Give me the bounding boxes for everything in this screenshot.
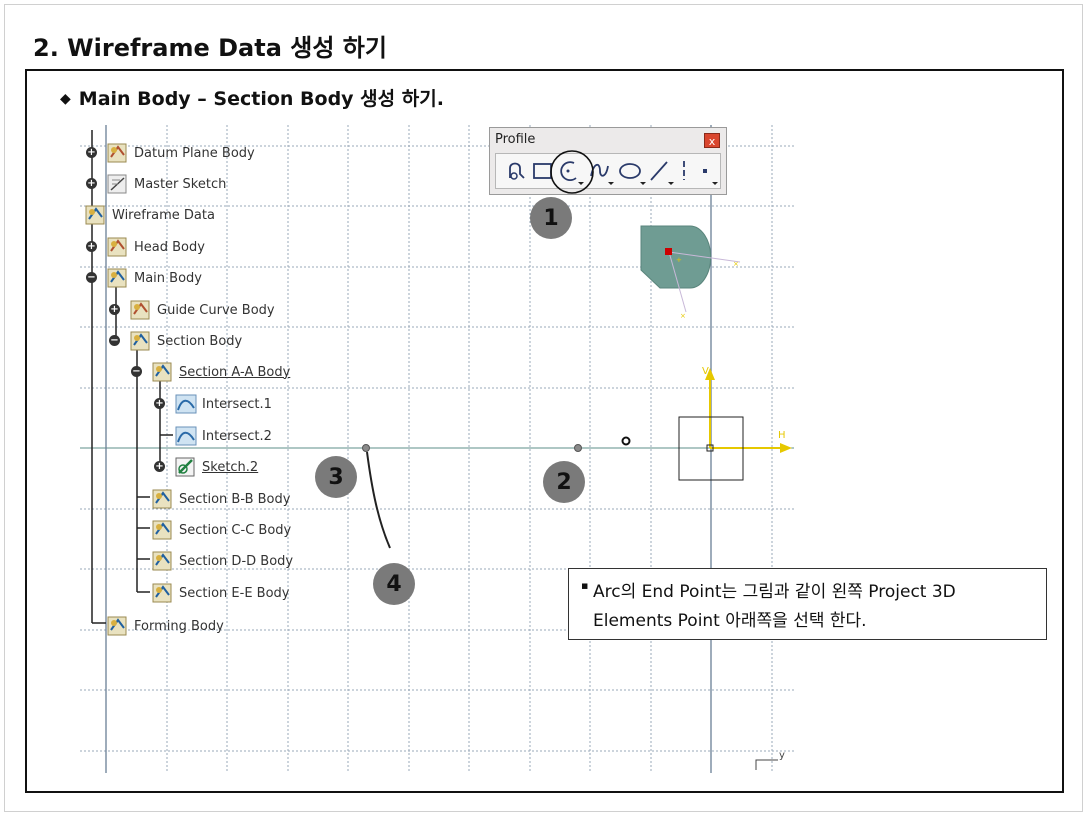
tree-node[interactable]: + Sketch.2: [154, 455, 258, 479]
sketch-icon: [175, 457, 195, 477]
expand-icon[interactable]: +: [86, 241, 97, 252]
tree-label: Datum Plane Body: [134, 145, 255, 161]
profile-icon[interactable]: [504, 156, 528, 186]
tree-node[interactable]: + Master Sketch: [86, 172, 226, 196]
note-text: Arc의 End Point는 그림과 같이 왼쪽 Project 3D Ele…: [593, 582, 956, 631]
tree-label: Master Sketch: [134, 176, 227, 192]
point-icon[interactable]: [696, 156, 720, 186]
toolbar-strip: [495, 153, 721, 189]
close-icon[interactable]: x: [704, 133, 720, 148]
step-badge-1: 1: [530, 197, 572, 239]
step-badge-2: 2: [543, 461, 585, 503]
tree-label: Section E-E Body: [179, 585, 290, 601]
tree-node[interactable]: Section B-B Body: [151, 487, 290, 511]
body-icon: [152, 551, 172, 571]
note-box: ▪ Arc의 End Point는 그림과 같이 왼쪽 Project 3D E…: [568, 568, 1047, 640]
content-frame: [25, 69, 1064, 793]
page-border: [4, 4, 1083, 812]
subtitle: ◆ Main Body – Section Body 생성 하기.: [60, 84, 444, 111]
ellipse-icon[interactable]: [618, 156, 646, 186]
step-badge-4: 4: [373, 563, 415, 605]
body-icon: [130, 331, 150, 351]
tree-label: Intersect.1: [202, 396, 272, 412]
body-icon: [107, 268, 127, 288]
tree-label: Wireframe Data: [112, 207, 215, 223]
line-icon[interactable]: [648, 156, 674, 186]
tree-label: Sketch.2: [202, 459, 259, 475]
h-axis-label: H: [778, 430, 786, 441]
expand-icon[interactable]: +: [86, 147, 97, 158]
tree-node[interactable]: Intersect.2: [174, 424, 272, 448]
axis-icon[interactable]: [676, 156, 692, 186]
subtitle-text: Main Body – Section Body 생성 하기.: [78, 88, 444, 110]
grid: [80, 125, 794, 773]
profile-toolbar[interactable]: Profile x: [489, 127, 727, 195]
tree-label: Forming Body: [134, 618, 224, 634]
tree-node[interactable]: Section D-D Body: [151, 549, 293, 573]
cad-canvas[interactable]: [80, 125, 794, 773]
body-icon: [107, 616, 127, 636]
tree-label: Section B-B Body: [179, 491, 291, 507]
note-bullet: ▪: [581, 579, 589, 592]
step-badge-3: 3: [315, 456, 357, 498]
tree-node[interactable]: Wireframe Data: [84, 203, 215, 227]
collapse-icon[interactable]: −: [109, 335, 120, 346]
tree-node[interactable]: Section E-E Body: [151, 581, 290, 605]
tree-node[interactable]: − Main Body: [86, 266, 202, 290]
expand-icon[interactable]: +: [154, 398, 165, 409]
collapse-icon[interactable]: −: [131, 366, 142, 377]
expand-icon[interactable]: +: [109, 304, 120, 315]
tree-label: Section D-D Body: [179, 553, 294, 569]
body-icon: [152, 362, 172, 382]
tree-node[interactable]: Section C-C Body: [151, 518, 291, 542]
tree-node[interactable]: + Datum Plane Body: [86, 141, 255, 165]
toolbar-title: Profile: [495, 132, 536, 147]
diamond-bullet-icon: ◆: [60, 91, 71, 107]
tree-label: Guide Curve Body: [157, 302, 275, 318]
intersect-icon: [175, 394, 197, 414]
tree-node[interactable]: + Guide Curve Body: [109, 298, 275, 322]
tree-node[interactable]: + Intersect.1: [154, 392, 272, 416]
tree-node[interactable]: − Section A-A Body: [131, 360, 290, 384]
tree-label: Head Body: [134, 239, 205, 255]
slide-title: 2. Wireframe Data 생성 하기: [33, 34, 387, 62]
body-icon: [152, 520, 172, 540]
tree-node[interactable]: − Section Body: [109, 329, 242, 353]
sketch-icon: [107, 174, 127, 194]
body-icon: [107, 237, 127, 257]
v-axis-label: V: [702, 366, 709, 377]
body-icon: [85, 205, 105, 225]
tree-label: Section C-C Body: [179, 522, 292, 538]
y-axis-label: y: [779, 750, 785, 761]
tree-label: Intersect.2: [202, 428, 272, 444]
intersect-icon: [175, 426, 197, 446]
expand-icon[interactable]: +: [86, 178, 97, 189]
tree-label: Section A-A Body: [179, 364, 291, 380]
tree-node[interactable]: Forming Body: [106, 614, 224, 638]
expand-icon[interactable]: +: [154, 461, 165, 472]
spline-icon[interactable]: [588, 156, 614, 186]
body-icon: [107, 143, 127, 163]
body-icon: [130, 300, 150, 320]
arc-icon[interactable]: [558, 156, 584, 186]
body-icon: [152, 489, 172, 509]
tree-label: Main Body: [134, 270, 202, 286]
body-icon: [152, 583, 172, 603]
tree-label: Section Body: [157, 333, 243, 349]
collapse-icon[interactable]: −: [86, 272, 97, 283]
tree-node[interactable]: + Head Body: [86, 235, 205, 259]
rectangle-icon[interactable]: [532, 156, 554, 186]
